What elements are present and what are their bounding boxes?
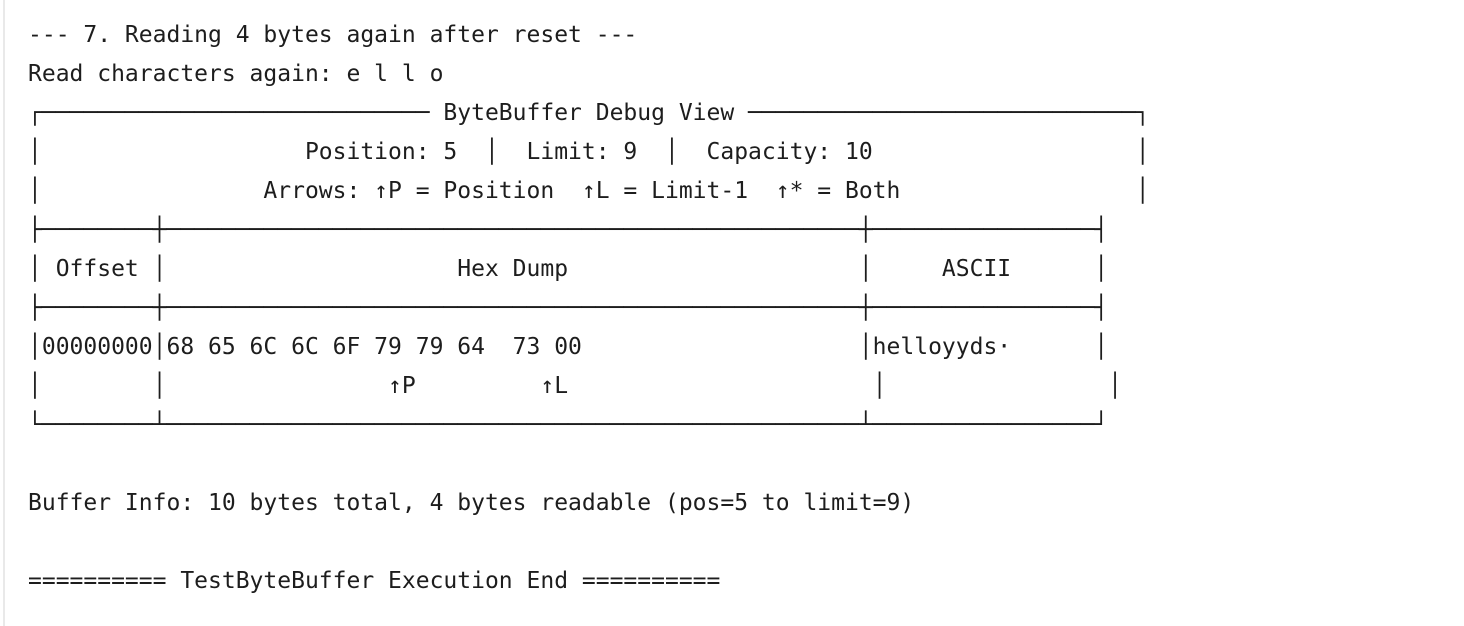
table-header-row: │ Offset │ Hex Dump │ ASCII │ [28, 256, 1109, 282]
terminal-output[interactable]: --- 7. Reading 4 bytes again after reset… [28, 16, 1150, 601]
read-output: Read characters again: e l l o [28, 61, 444, 87]
table-marker-row: │ │ ↑P ↑L │ │ [28, 373, 1122, 399]
table-header-separator: ├────────┼──────────────────────────────… [28, 295, 1109, 321]
debug-box-legend-row: │ Arrows: ↑P = Position ↑L = Limit-1 ↑* … [28, 178, 1150, 204]
table-bottom-border: └────────┴──────────────────────────────… [28, 412, 1109, 438]
window-edge-divider [3, 0, 5, 626]
debug-box-top-border: ┌──────────────────────────── ByteBuffer… [28, 100, 1150, 126]
debug-box-stats-row: │ Position: 5 │ Limit: 9 │ Capacity: 10 … [28, 139, 1150, 165]
table-top-separator: ├────────┼──────────────────────────────… [28, 217, 1109, 243]
blank-line [28, 523, 1150, 562]
section-header: --- 7. Reading 4 bytes again after reset… [28, 22, 638, 48]
blank-line [28, 445, 1150, 484]
buffer-info: Buffer Info: 10 bytes total, 4 bytes rea… [28, 490, 915, 516]
execution-end: ========== TestByteBuffer Execution End … [28, 568, 721, 594]
table-data-row: │00000000│68 65 6C 6C 6F 79 79 64 73 00 … [28, 334, 1109, 360]
